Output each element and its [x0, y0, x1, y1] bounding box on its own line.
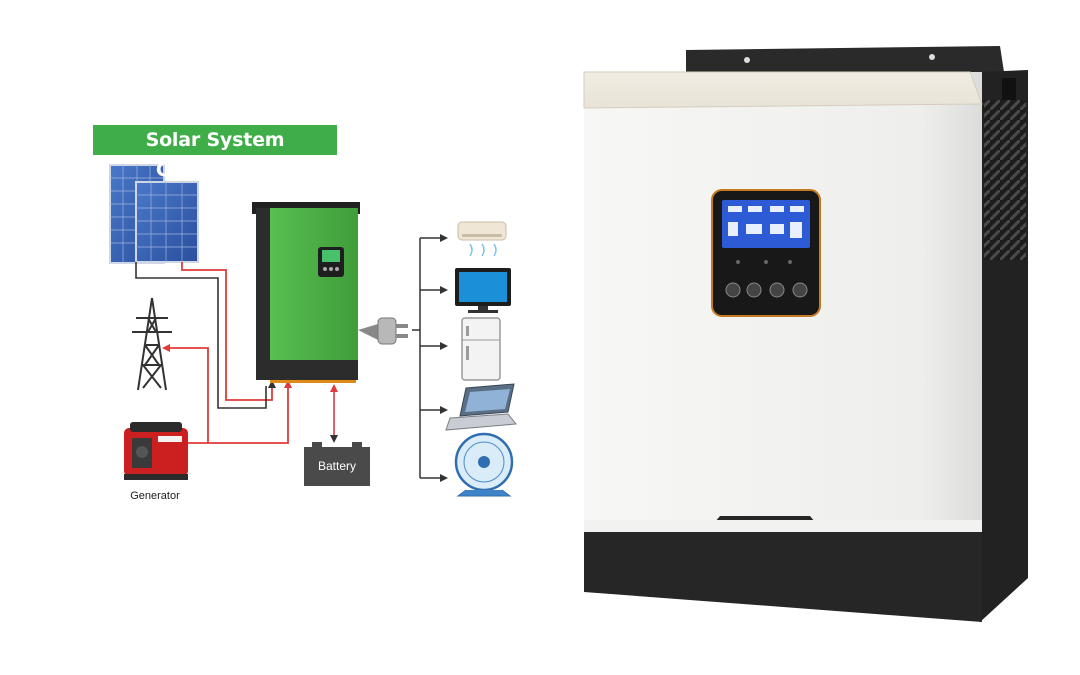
generator-label: Generator: [130, 490, 180, 502]
power-tower-icon: [132, 297, 172, 391]
load-arrows: [440, 234, 448, 482]
battery-icon: [304, 384, 370, 486]
laptop-icon: [445, 383, 517, 431]
lcd-screen: [722, 200, 810, 248]
solar-panel-icon: [109, 164, 199, 264]
esc-button[interactable]: [725, 282, 741, 298]
plug-icon: [358, 317, 408, 345]
dark-wires: [135, 262, 267, 409]
enter-button[interactable]: [792, 282, 808, 298]
inverter-unit: [583, 46, 1028, 622]
diagram-title: Solar System Connection: [93, 125, 337, 181]
vent-grille: [984, 100, 1026, 260]
mounting-bracket: [686, 46, 1004, 72]
down-button[interactable]: [769, 282, 785, 298]
red-wires: [166, 262, 289, 444]
television-icon: [455, 268, 511, 313]
bottom-base: [584, 530, 982, 622]
air-conditioner-icon: [457, 221, 507, 257]
up-button[interactable]: [746, 282, 762, 298]
lcd-digits: [728, 206, 804, 238]
load-bus-lines: [412, 237, 444, 479]
generator-icon: [124, 422, 188, 480]
battery-label: Battery: [317, 459, 356, 473]
refrigerator-icon: [461, 317, 501, 381]
fan-icon: [454, 432, 514, 497]
inverter-icon: [252, 202, 360, 383]
